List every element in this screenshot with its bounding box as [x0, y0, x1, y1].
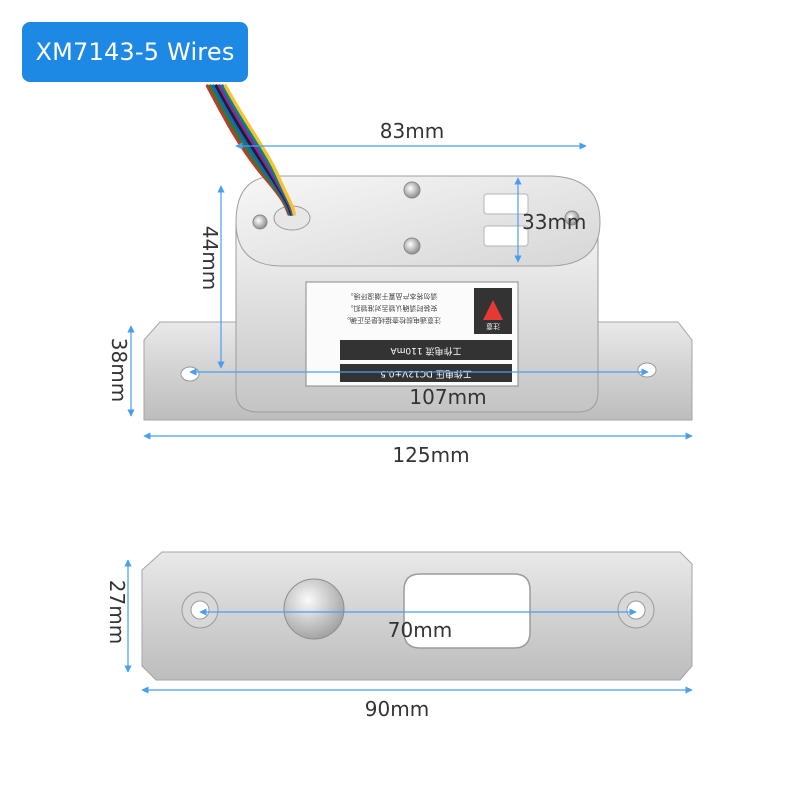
dim-label-plate-length: 125mm — [392, 443, 469, 467]
strike-magnet-pin — [283, 578, 345, 640]
dim-label-top-length: 83mm — [380, 119, 444, 143]
spec-sticker-current: 工作电流 110mA — [390, 345, 462, 357]
strike-plate-dimensions: 27mm 70mm 90mm — [105, 559, 693, 721]
strike-hole-left-inner — [190, 600, 210, 620]
wire-7 — [223, 84, 296, 216]
dim-label-hole-spacing: 107mm — [409, 385, 486, 409]
spec-sticker-note-2: 安装时请确认锁舌对准锁扣。 — [347, 304, 438, 313]
spec-sticker-warning: 注意 — [486, 322, 500, 331]
strike-plate-assembly — [141, 551, 693, 681]
dim-label-height: 44mm — [198, 226, 222, 290]
spec-sticker: 注意 请勿将本产品置于潮湿环境。 安装时请确认锁舌对准锁扣。 注意通电前检查接线… — [305, 281, 519, 387]
spec-sticker-current-row — [340, 340, 512, 360]
wire-bundle — [205, 84, 296, 216]
dim-label-plate-height: 38mm — [107, 338, 131, 402]
model-title: XM7143-5 Wires — [35, 38, 235, 66]
dim-label-strike-height: 27mm — [105, 580, 129, 644]
lock-body-dimensions: 83mm 33mm 44mm 38mm 107mm 125mm — [107, 119, 693, 467]
spec-sticker-note-3: 注意通电前检查接线是否正确。 — [343, 316, 441, 325]
dim-label-top-depth: 33mm — [522, 210, 586, 234]
top-screw-1 — [403, 181, 421, 199]
warning-icon — [483, 300, 503, 320]
top-screw-4 — [564, 210, 580, 226]
model-title-badge: XM7143-5 Wires — [22, 22, 248, 82]
strike-hole-right-inner — [626, 600, 646, 620]
spec-sticker-note-1: 请勿将本产品置于潮湿环境。 — [347, 292, 438, 301]
plate-mount-hole-left — [180, 366, 200, 382]
plate-mount-hole-right — [637, 362, 657, 378]
spec-sticker-voltage: 工作电压 DC12V±0.5 — [380, 368, 472, 380]
top-screw-3 — [252, 214, 268, 230]
top-screw-2 — [403, 237, 421, 255]
dim-label-strike-hole-spacing: 70mm — [388, 618, 452, 642]
dim-label-strike-length: 90mm — [365, 697, 429, 721]
